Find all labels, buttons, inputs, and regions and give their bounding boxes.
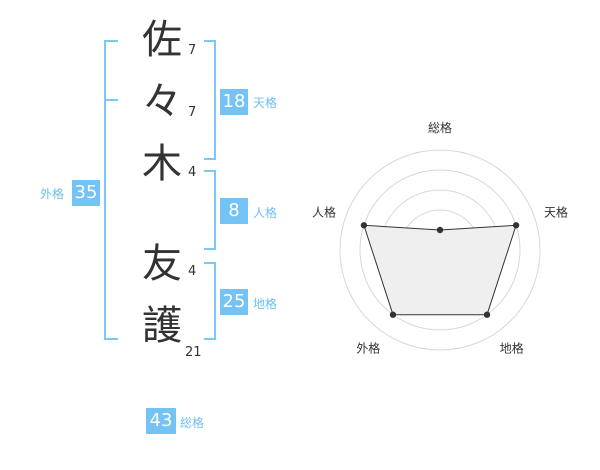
radar-axis-label-1: 天格 [544,204,568,219]
name-char-5: 護 [142,303,182,349]
tenkaku-bracket [204,40,216,160]
tenkaku-badge: 18 [220,89,248,115]
soukaku-label: 総格 [180,416,205,430]
soukaku-badge: 43 [146,408,176,434]
name-char-2: 々 [142,79,182,125]
radar-axis-label-0: 総格 [428,120,452,135]
radar-axis-label-3: 外格 [356,341,380,356]
tenkaku-label: 天格 [253,96,278,110]
radar-ring-4 [359,169,521,331]
name-char-4: 友 [142,241,182,287]
stroke-count-5: 21 [185,345,202,360]
radar-ring-5 [339,149,541,351]
radar-polygon [363,224,517,316]
radar-axis-label-2: 地格 [500,341,524,356]
name-char-1: 佐 [142,17,182,63]
radar-point-4 [360,222,368,229]
chikaku-label: 地格 [253,297,278,311]
gaikaku-bracket [104,40,118,340]
stroke-count-2: 7 [188,105,197,120]
chikaku-bracket [204,262,216,340]
radar-point-2 [483,311,491,318]
jinkaku-bracket [204,170,216,250]
radar-points [360,222,520,318]
stroke-count-1: 7 [188,43,197,58]
radar-axis-label-4: 人格 [312,204,336,219]
gaikaku-label: 外格 [40,187,65,201]
name-char-3: 木 [142,141,182,187]
radar-point-0 [436,226,444,234]
jinkaku-badge: 8 [220,198,248,224]
radar-point-3 [389,311,397,318]
chikaku-badge: 25 [220,289,248,315]
stroke-count-4: 4 [188,264,197,279]
stroke-count-3: 4 [188,165,197,180]
gaikaku-badge: 35 [72,180,100,206]
radar-point-1 [512,222,520,229]
jinkaku-label: 人格 [253,206,278,220]
bracket-tick [104,99,118,101]
